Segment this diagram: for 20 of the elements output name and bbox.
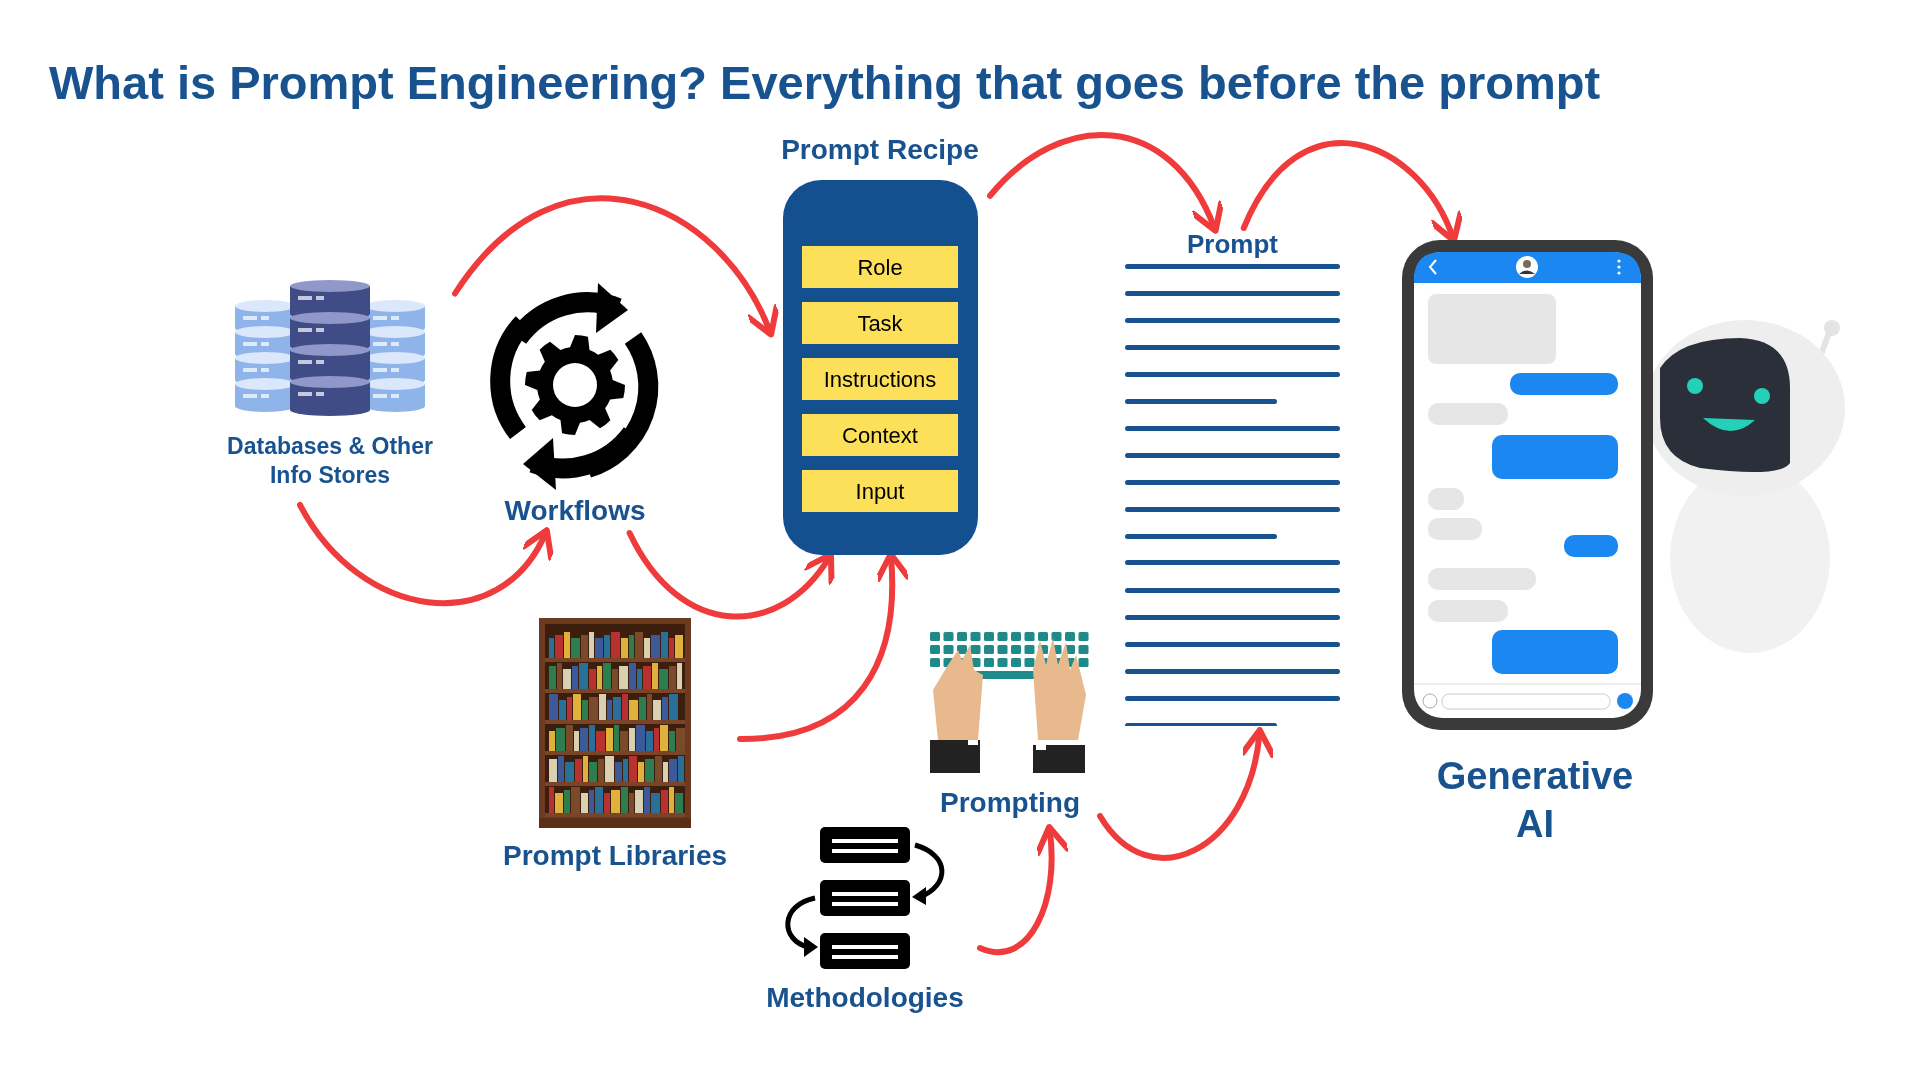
device-label: Generative AI xyxy=(1435,754,1635,847)
curved-arrow xyxy=(297,502,552,606)
ingredient-label: Input xyxy=(802,470,958,512)
ingredient-label: Context xyxy=(802,414,958,456)
curved-arrow xyxy=(987,132,1223,234)
curved-arrow xyxy=(1097,727,1275,861)
recipe-heading: Prompt Recipe xyxy=(780,133,980,167)
ingredient-label: Task xyxy=(802,302,958,344)
source-label: Prompting xyxy=(940,786,1080,820)
curved-arrow xyxy=(452,195,778,338)
source-label: Workflows xyxy=(504,494,646,528)
ingredient-label: Instructions xyxy=(802,358,958,400)
page-title: What is Prompt Engineering? Everything that goes before the prompt xyxy=(49,55,1601,111)
ingredient-label: Role xyxy=(802,246,958,288)
source-label: Databases & Other Info Stores xyxy=(226,432,434,490)
curved-arrow xyxy=(977,824,1070,955)
source-label: Prompt Libraries xyxy=(502,839,728,873)
prompt-heading: Prompt xyxy=(1187,228,1278,261)
source-label: Methodologies xyxy=(766,981,964,1015)
curved-arrow xyxy=(626,530,835,620)
